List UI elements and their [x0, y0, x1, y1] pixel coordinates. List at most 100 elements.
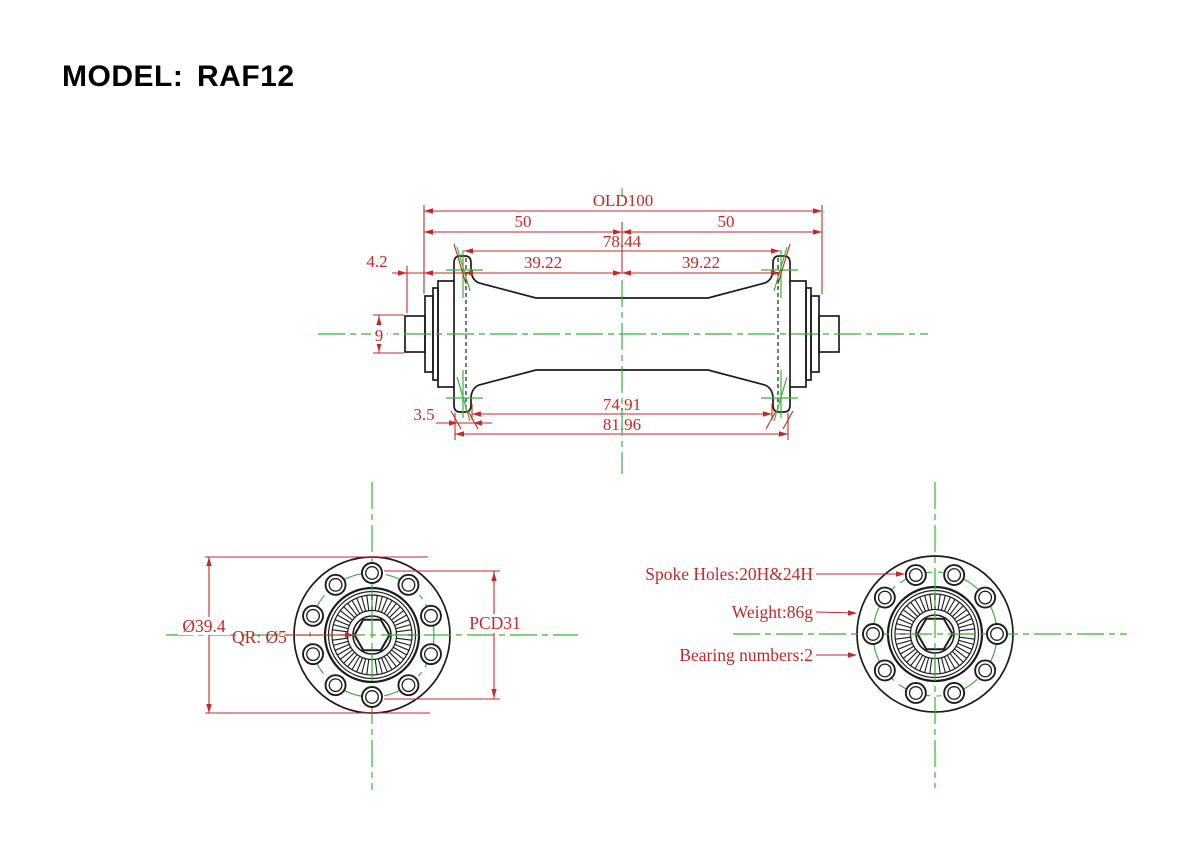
spoke-hole-outer: [397, 674, 420, 697]
knurl-line: [959, 628, 975, 632]
arrowhead: [771, 270, 780, 276]
knurl-line: [958, 639, 974, 645]
arrowhead: [613, 270, 622, 276]
arrowhead: [424, 270, 433, 276]
knurl-line: [356, 657, 364, 673]
knurl-line: [919, 656, 927, 672]
knurl-line: [333, 640, 349, 646]
knurl-line: [949, 653, 960, 667]
knurl-line: [343, 606, 356, 619]
knurl-line: [919, 596, 927, 612]
knurl-line: [386, 654, 397, 668]
spoke-hole-inner: [365, 690, 379, 704]
spoke-hole-outer: [974, 586, 997, 609]
knurl-line: [394, 619, 410, 627]
knurl-line: [951, 650, 964, 663]
annotation-bearings: Bearing numbers:2: [679, 645, 813, 665]
knurl-line: [388, 606, 401, 619]
spoke-hole-outer: [904, 682, 927, 704]
hub-front-view-right: [733, 482, 1127, 788]
spoke-hole-inner: [306, 608, 320, 623]
arrowhead: [613, 229, 622, 235]
arrowhead: [848, 610, 857, 616]
knurl-line: [940, 595, 946, 611]
arrowhead: [424, 229, 433, 235]
arrowhead: [763, 411, 772, 417]
arrowhead: [622, 270, 631, 276]
spoke-hole-inner: [328, 678, 343, 693]
knurl-line: [386, 602, 397, 616]
hub-side-left-half: [404, 243, 623, 430]
knurl-line: [332, 637, 348, 641]
arrowhead: [491, 572, 497, 581]
knurl-line: [955, 645, 970, 655]
oblique-extension-top: [453, 243, 467, 285]
knurl-line: [366, 659, 370, 675]
arrowhead: [376, 316, 382, 325]
side-view-dimensions: [373, 205, 823, 440]
knurl-line: [940, 657, 946, 673]
spoke-hole-outer: [361, 562, 383, 584]
oblique-extension-bottom-1: [450, 410, 462, 430]
knurl-line: [380, 657, 388, 673]
knurl-line: [900, 645, 915, 655]
hub-side-right-half: [620, 243, 840, 430]
knurl-line: [374, 659, 378, 675]
arrowhead: [491, 689, 497, 698]
arrowhead: [345, 632, 354, 638]
knurl-line: [957, 642, 973, 650]
knurl-line: [955, 613, 970, 623]
dim-qr-axle: QR: Ø5: [232, 627, 287, 647]
knurl-line: [937, 594, 941, 610]
knurl-line: [395, 640, 411, 646]
dim-50-left: 50: [515, 212, 532, 231]
spoke-hole-inner: [908, 568, 923, 582]
knurl-line: [347, 654, 358, 668]
dim-39-22-left: 39.22: [524, 253, 562, 272]
knurl-line: [351, 600, 361, 615]
spoke-hole-inner: [365, 566, 379, 580]
dimension-texts: OLD100 50 50 78.44 39.22 39.22 4.2 9 74.…: [182, 191, 813, 665]
arrowhead: [449, 420, 458, 426]
spoke-hole-outer: [873, 659, 896, 682]
knurl-line: [910, 601, 921, 615]
knurl-line: [958, 623, 974, 629]
spoke-hole-outer: [986, 623, 1008, 645]
arrowhead: [206, 557, 212, 566]
dimension-arrowheads: [206, 208, 905, 713]
dim-pcd31: PCD31: [469, 613, 521, 633]
spoke-hole-inner: [424, 647, 438, 662]
spoke-hole-outer: [361, 686, 383, 708]
knurl-line: [914, 599, 924, 614]
spoke-hole-inner: [401, 678, 416, 693]
spoke-holes-left: [302, 562, 442, 708]
knurl-line: [914, 654, 924, 669]
knurl-line: [337, 614, 352, 624]
knurl-line: [377, 658, 383, 674]
spoke-hole-outer: [324, 573, 347, 596]
hub-side-view: [318, 188, 928, 430]
arrowhead: [813, 208, 822, 214]
knurl-line: [366, 595, 370, 611]
spoke-hole-outer: [862, 623, 884, 645]
spoke-hole-inner: [877, 590, 892, 605]
knurl-line: [361, 658, 367, 674]
knurl-line: [900, 613, 915, 623]
dim-4-2: 4.2: [366, 252, 387, 271]
arrowhead: [376, 343, 382, 352]
model-label: MODEL:: [62, 60, 183, 93]
spoke-hole-outer: [324, 674, 347, 697]
knurl-line: [383, 600, 393, 615]
knurl-line: [895, 636, 911, 640]
knurl-line: [929, 594, 933, 610]
knurl-line: [924, 657, 930, 673]
knurl-line: [954, 648, 968, 659]
knurl-line: [906, 650, 919, 663]
knurl-line: [951, 605, 964, 618]
arrowhead: [472, 411, 481, 417]
arrowhead: [398, 270, 407, 276]
spoke-hole-inner: [306, 647, 320, 662]
arrowhead: [896, 571, 905, 577]
dim-9: 9: [375, 326, 384, 345]
